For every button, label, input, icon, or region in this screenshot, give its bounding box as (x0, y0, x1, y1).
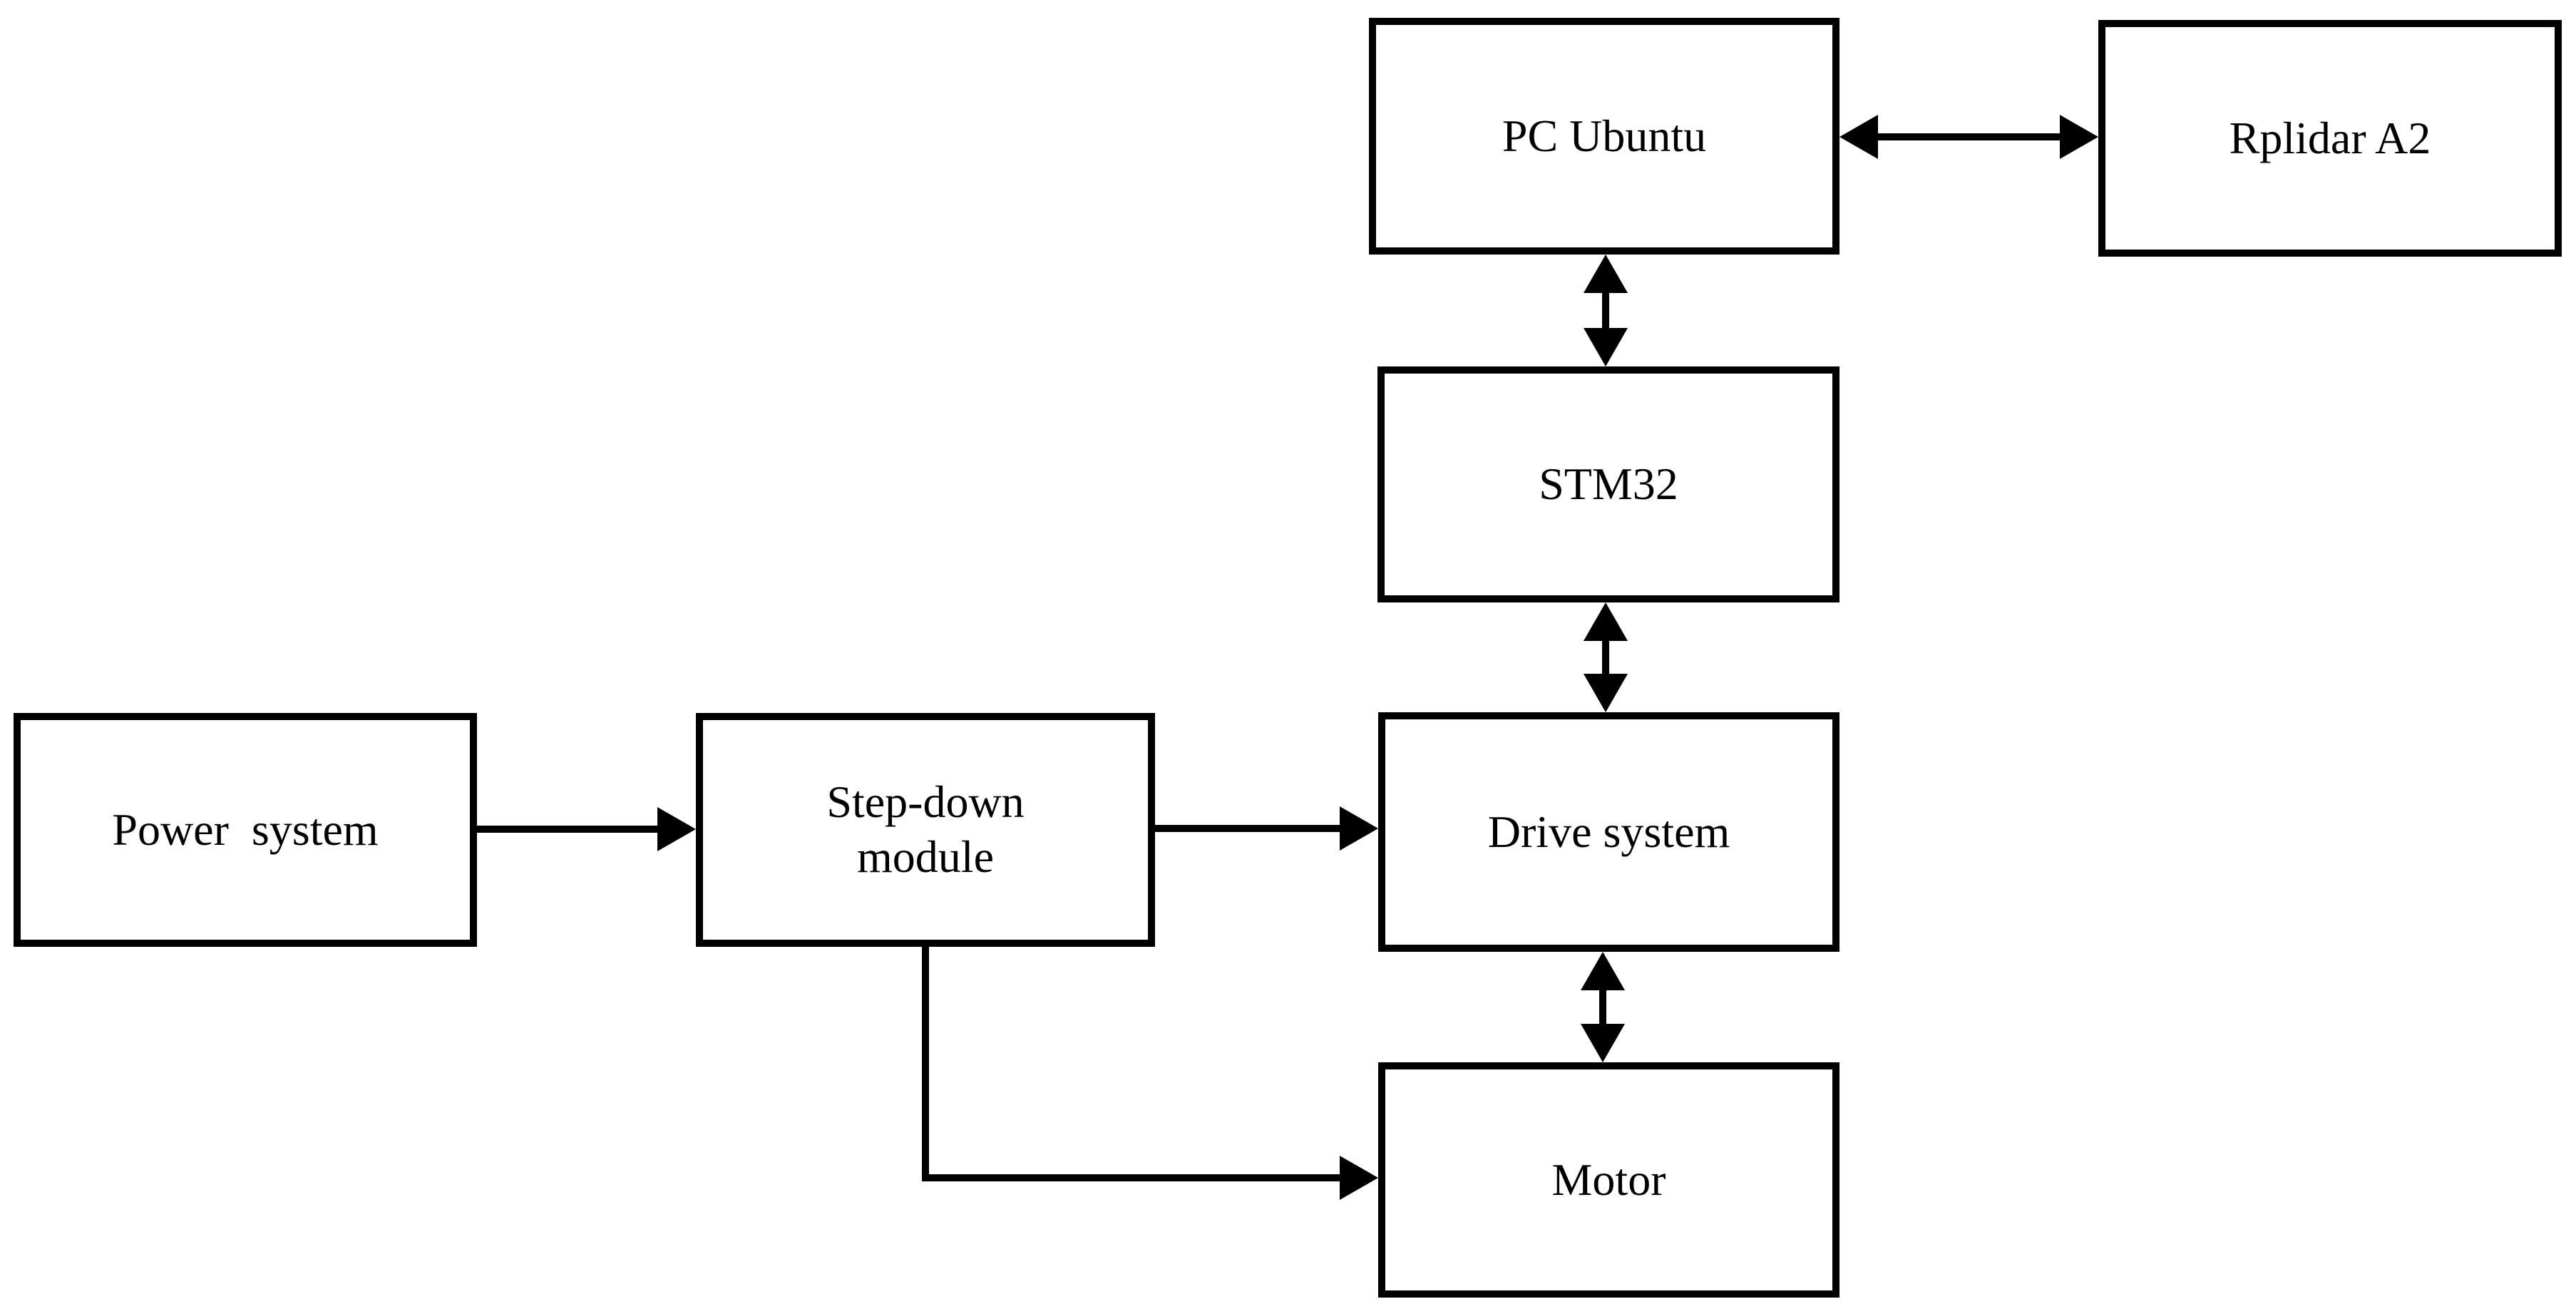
node-rplidar-a2-label: Rplidar A2 (2229, 112, 2431, 163)
node-drive-system: Drive system (1378, 712, 1839, 952)
arrow-step-down-module-drive-system (1155, 806, 1378, 851)
node-pc-ubuntu-label: PC Ubuntu (1502, 110, 1707, 161)
arrow-pc-ubuntu-stm32 (1584, 255, 1628, 366)
node-motor-label: Motor (1551, 1154, 1666, 1205)
arrow-power-system-step-down-module (477, 807, 696, 851)
node-stm32-label: STM32 (1539, 458, 1678, 510)
arrow-step-down-module-motor (922, 947, 1378, 1200)
arrow-drive-system-motor (1581, 952, 1625, 1062)
arrow-pc-ubuntu-rplidar-a2 (1839, 115, 2098, 159)
node-stm32: STM32 (1377, 366, 1839, 602)
node-step-down-module: Step-down module (696, 713, 1155, 947)
arrow-stm32-drive-system (1584, 602, 1628, 712)
node-power-system: Power system (14, 713, 477, 947)
node-drive-system-label: Drive system (1487, 806, 1730, 857)
node-rplidar-a2: Rplidar A2 (2098, 20, 2562, 257)
node-motor: Motor (1378, 1062, 1839, 1298)
node-step-down-module-label: Step-down module (826, 776, 1025, 882)
node-power-system-label: Power system (112, 804, 379, 855)
node-pc-ubuntu: PC Ubuntu (1369, 18, 1839, 255)
